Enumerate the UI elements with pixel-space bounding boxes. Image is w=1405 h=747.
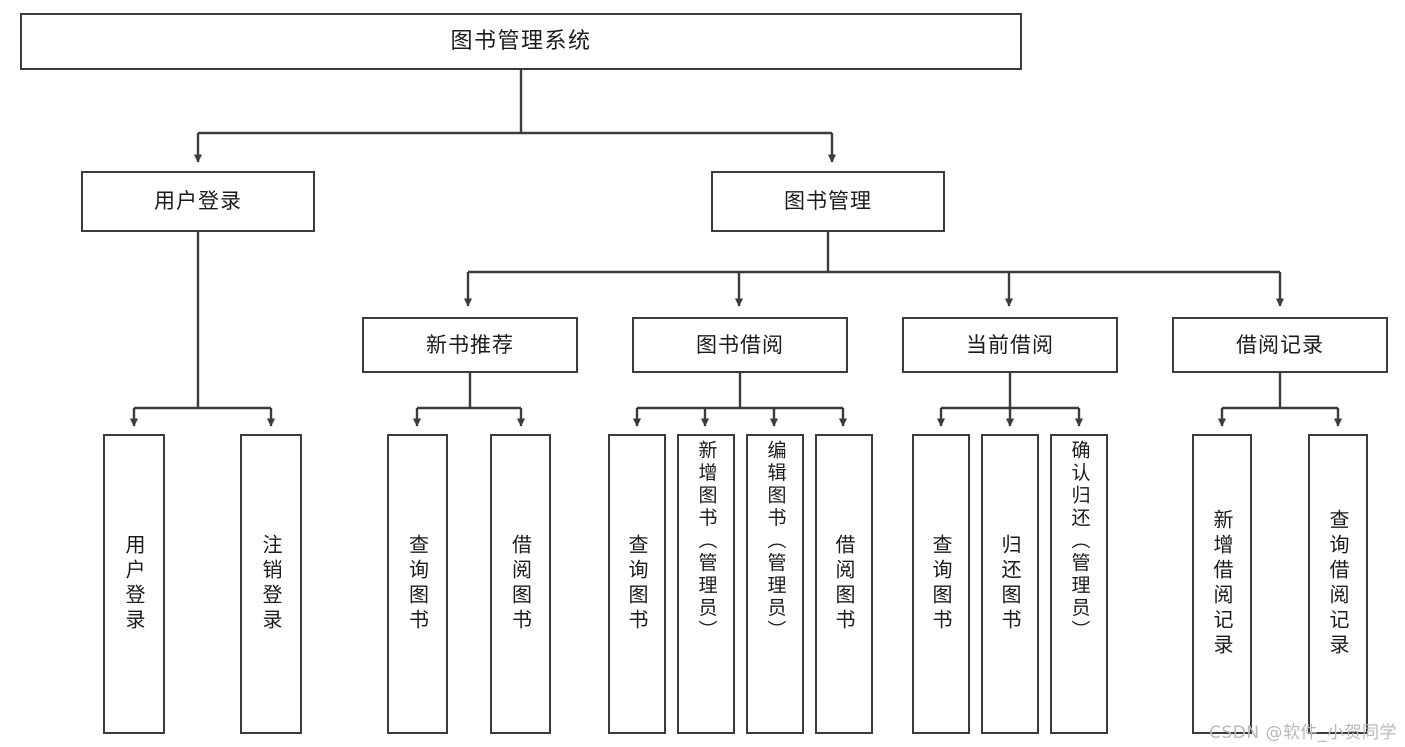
node-book-borrow[interactable]: 图书借阅 <box>632 317 848 373</box>
node-label: 查询图书 <box>405 534 430 634</box>
leaf-current-borrow-confirm-return[interactable]: 确认归还（管理员） <box>1050 434 1108 734</box>
node-label: 用户登录 <box>154 189 242 214</box>
node-label: 注销登录 <box>259 534 283 634</box>
leaf-book-borrow-borrow[interactable]: 借阅图书 <box>815 434 873 734</box>
leaf-borrow-record-query[interactable]: 查询借阅记录 <box>1308 434 1368 734</box>
leaf-book-borrow-query[interactable]: 查询图书 <box>608 434 666 734</box>
leaf-current-borrow-query[interactable]: 查询图书 <box>912 434 970 734</box>
leaf-user-login-logout[interactable]: 注销登录 <box>240 434 302 734</box>
node-user-login[interactable]: 用户登录 <box>81 171 315 232</box>
leaf-book-borrow-edit[interactable]: 编辑图书（管理员） <box>746 434 804 734</box>
leaf-new-book-borrow[interactable]: 借阅图书 <box>490 434 551 734</box>
node-label: 查询图书 <box>929 534 953 634</box>
node-label: 查询借阅记录 <box>1326 509 1350 659</box>
node-borrow-record[interactable]: 借阅记录 <box>1172 317 1388 373</box>
node-new-book-recommend[interactable]: 新书推荐 <box>362 317 578 373</box>
node-label: 新增借阅记录 <box>1210 509 1234 659</box>
node-label: 图书管理 <box>784 189 872 214</box>
node-label: 借阅图书 <box>508 534 533 634</box>
leaf-new-book-query[interactable]: 查询图书 <box>387 434 448 734</box>
node-label: 新增图书（管理员） <box>695 440 718 643</box>
node-root-system[interactable]: 图书管理系统 <box>20 13 1022 70</box>
node-label: 用户登录 <box>122 534 146 634</box>
node-label: 查询图书 <box>625 534 649 634</box>
node-label: 图书管理系统 <box>450 28 592 54</box>
leaf-book-borrow-add[interactable]: 新增图书（管理员） <box>677 434 735 734</box>
leaf-user-login-login[interactable]: 用户登录 <box>103 434 165 734</box>
node-label: 借阅记录 <box>1236 332 1324 357</box>
node-label: 确认归还（管理员） <box>1068 440 1091 643</box>
node-label: 借阅图书 <box>832 534 856 634</box>
leaf-current-borrow-return[interactable]: 归还图书 <box>981 434 1039 734</box>
node-label: 图书借阅 <box>696 332 784 357</box>
node-label: 编辑图书（管理员） <box>764 440 787 643</box>
node-current-borrow[interactable]: 当前借阅 <box>902 317 1118 373</box>
node-book-management[interactable]: 图书管理 <box>711 171 945 232</box>
node-label: 当前借阅 <box>966 332 1054 357</box>
node-label: 归还图书 <box>998 534 1022 634</box>
node-label: 新书推荐 <box>426 332 514 357</box>
leaf-borrow-record-add[interactable]: 新增借阅记录 <box>1192 434 1252 734</box>
